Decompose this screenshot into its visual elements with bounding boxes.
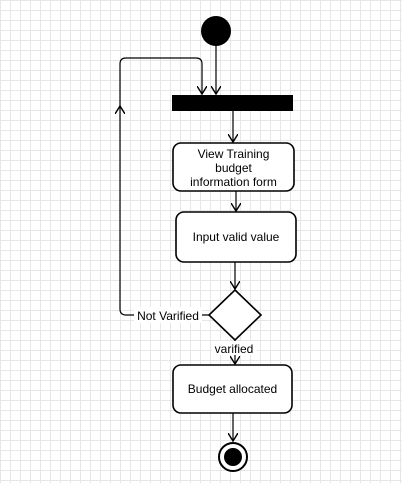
verified-label-bg: [212, 341, 257, 355]
not-verified-label-bg: [134, 307, 202, 323]
decision-diamond: [207, 288, 263, 342]
not-verified-label: Not Varified: [137, 309, 199, 323]
verified-label: varified: [215, 342, 254, 356]
view-form-line-1: View Training: [198, 147, 270, 161]
fork-bar: [172, 95, 293, 111]
initial-node: [201, 16, 231, 46]
budget-allocated-label: Budget allocated: [188, 382, 277, 396]
action-input-valid-value: [175, 211, 297, 263]
flow-loop-into-fork: [119, 57, 202, 106]
final-node-core: [224, 448, 242, 466]
view-form-line-2: budget: [215, 161, 252, 175]
flow-not-verified-loop: [120, 106, 209, 316]
input-value-label: Input valid value: [193, 230, 280, 244]
view-form-line-3: information form: [190, 175, 277, 189]
action-view-training-form: [172, 142, 295, 192]
